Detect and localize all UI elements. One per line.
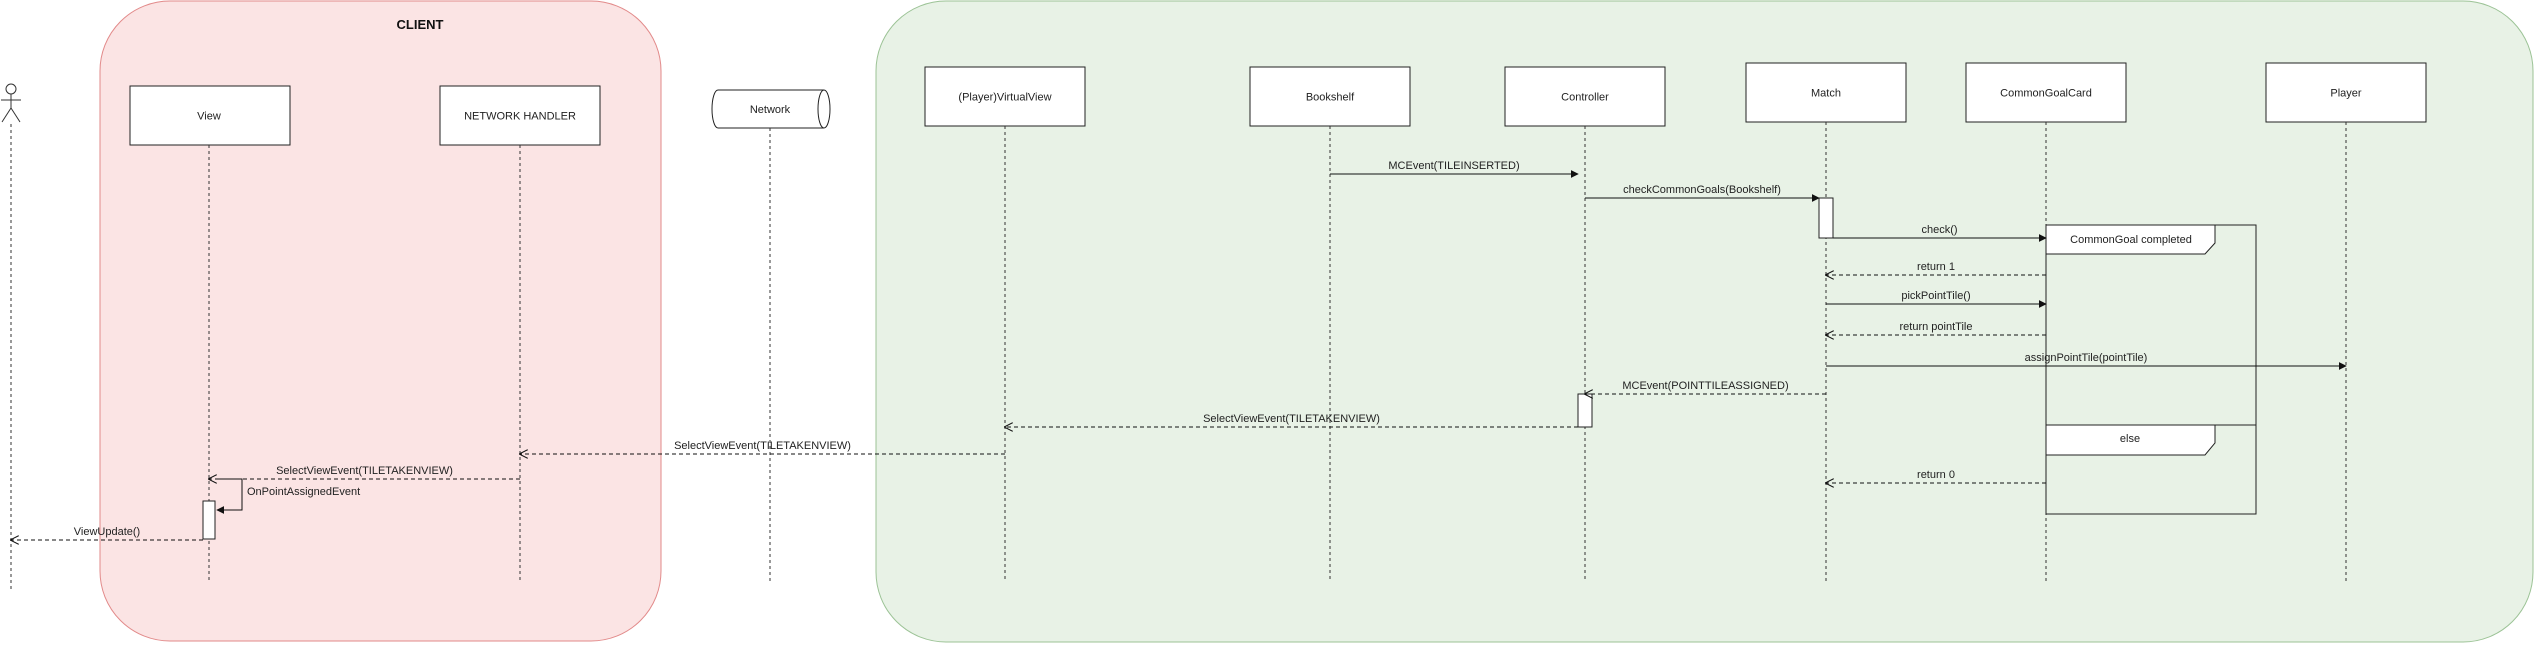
message-label: MCEvent(TILEINSERTED) — [1388, 160, 1519, 172]
server-region — [875, 0, 2534, 643]
client-region — [99, 0, 662, 642]
participant-controller: Controller — [1504, 66, 1666, 582]
message-label: checkCommonGoals(Bookshelf) — [1623, 184, 1781, 196]
view-activation — [202, 500, 216, 540]
participant-player: Player — [2265, 62, 2427, 582]
client-region-label: CLIENT — [397, 17, 444, 32]
message-label: OnPointAssignedEvent — [247, 486, 360, 498]
participant-box — [129, 85, 291, 146]
message-12: OnPointAssignedEvent — [215, 478, 360, 514]
message-13: return 0 — [1826, 469, 2046, 483]
participant-box — [439, 85, 601, 146]
participant-box — [924, 66, 1086, 127]
participant-label: Match — [1811, 88, 1841, 100]
participant-label: Network — [750, 104, 791, 116]
participant-label: Player — [2330, 88, 2362, 100]
actor-stick-figure — [1, 83, 21, 123]
participant-net-handler: NETWORK HANDLER — [439, 85, 601, 582]
message-label: SelectViewEvent(TILETAKENVIEW) — [1203, 413, 1380, 425]
message-11: SelectViewEvent(TILETAKENVIEW) — [209, 465, 520, 479]
participant-label: Bookshelf — [1306, 92, 1355, 104]
message-label: ViewUpdate() — [74, 526, 140, 538]
message-6: return pointTile — [1826, 321, 2046, 335]
message-label: return pointTile — [1900, 321, 1973, 333]
message-8: MCEvent(POINTTILEASSIGNED) — [1585, 380, 1826, 394]
message-label: SelectViewEvent(TILETAKENVIEW) — [674, 440, 851, 452]
participant-view: View — [129, 85, 291, 582]
message-10: SelectViewEvent(TILETAKENVIEW) — [520, 440, 1005, 454]
message-label: MCEvent(POINTTILEASSIGNED) — [1622, 380, 1788, 392]
message-7: assignPointTile(pointTile) — [1826, 352, 2347, 370]
controller-activation — [1577, 393, 1593, 428]
alt-fragment: CommonGoal completed else — [2045, 224, 2257, 515]
message-2: checkCommonGoals(Bookshelf) — [1585, 184, 1820, 202]
participant-network: Network — [711, 89, 831, 582]
participant-box — [1965, 62, 2127, 123]
message-1: MCEvent(TILEINSERTED) — [1330, 160, 1579, 178]
message-label: assignPointTile(pointTile) — [2025, 352, 2148, 364]
participant-label: View — [197, 111, 221, 123]
message-14: ViewUpdate() — [11, 526, 203, 540]
participant-label: NETWORK HANDLER — [464, 111, 576, 123]
participant-box — [1745, 62, 1907, 123]
match-activation — [1818, 197, 1834, 239]
participant-label: Controller — [1561, 92, 1609, 104]
message-label: pickPointTile() — [1901, 290, 1970, 302]
participant-match: Match — [1745, 62, 1907, 582]
message-label: check() — [1921, 224, 1957, 236]
message-5: pickPointTile() — [1826, 290, 2047, 308]
message-9: SelectViewEvent(TILETAKENVIEW) — [1005, 413, 1578, 427]
alt-else-label: else — [2120, 433, 2140, 445]
participant-box — [1504, 66, 1666, 127]
participant-box — [1249, 66, 1411, 127]
alt-fragment-label: CommonGoal completed — [2070, 234, 2192, 246]
participant-label: CommonGoalCard — [2000, 88, 2092, 100]
participant-box — [2265, 62, 2427, 123]
message-label: SelectViewEvent(TILETAKENVIEW) — [276, 465, 453, 477]
participant-bookshelf: Bookshelf — [1249, 66, 1411, 582]
message-label: return 0 — [1917, 469, 1955, 481]
participant-label: (Player)VirtualView — [958, 92, 1051, 104]
self-message-arrow — [215, 478, 243, 514]
message-label: return 1 — [1917, 261, 1955, 273]
message-4: return 1 — [1826, 261, 2046, 275]
message-3: check() — [1833, 224, 2047, 242]
participant-virtual-view: (Player)VirtualView — [924, 66, 1086, 582]
